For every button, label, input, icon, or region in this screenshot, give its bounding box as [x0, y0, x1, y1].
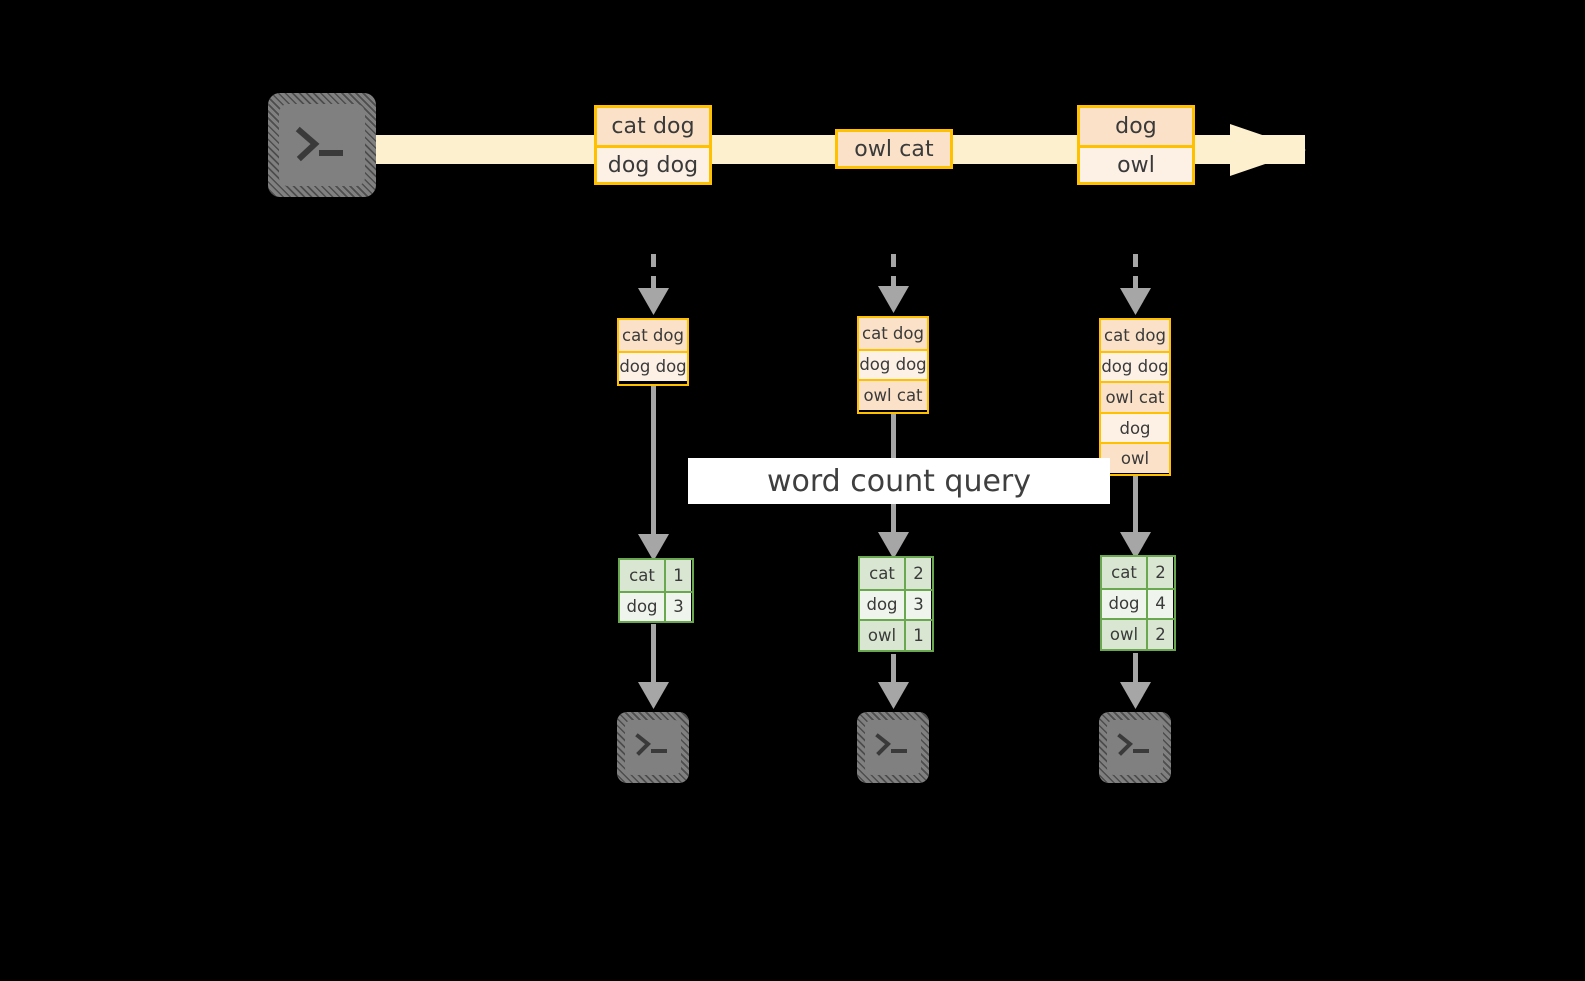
batch-3-sink-connector — [1133, 653, 1138, 688]
terminal-body — [279, 104, 365, 186]
result-count: 2 — [1146, 620, 1173, 649]
record-line: cat dog — [597, 108, 709, 145]
stack-row: owl cat — [859, 379, 927, 410]
batch-1-input-stack: cat dog dog dog — [617, 318, 689, 386]
stack-row: dog dog — [619, 350, 687, 382]
result-word: cat — [1102, 557, 1146, 588]
table-row: dog 3 — [620, 590, 692, 622]
terminal-body — [625, 720, 681, 775]
stream-record-3: dog owl — [1077, 105, 1195, 185]
terminal-body — [865, 720, 921, 775]
terminal-prompt-glyph — [635, 733, 667, 756]
result-count: 3 — [904, 590, 931, 620]
batch-1-query-connector — [651, 386, 656, 546]
batch-1-sink-connector — [651, 624, 656, 688]
batch-2-result-table: cat 2 dog 3 owl 1 — [858, 556, 934, 652]
table-row: cat 2 — [1102, 557, 1174, 588]
batch-2-sink-terminal-icon — [857, 712, 929, 783]
stack-row: cat dog — [619, 320, 687, 351]
stream-record-1: cat dog dog dog — [594, 105, 712, 185]
record-line: owl cat — [838, 132, 950, 166]
result-word: dog — [1102, 589, 1146, 619]
batch-2-query-arrowhead — [878, 532, 909, 560]
table-row: cat 2 — [860, 558, 932, 589]
batch-1-result-table: cat 1 dog 3 — [618, 558, 694, 624]
table-row: owl 2 — [1102, 618, 1174, 649]
stack-row: dog dog — [1101, 350, 1169, 382]
record-line: dog dog — [597, 145, 709, 182]
stream-arrowhead — [1230, 124, 1310, 176]
batch-1-query-arrowhead — [638, 534, 669, 562]
batch-1-sink-terminal-icon — [617, 712, 689, 783]
table-row: dog 3 — [860, 588, 932, 620]
table-row: dog 4 — [1102, 587, 1174, 619]
terminal-prompt-glyph — [295, 126, 343, 162]
batch-3-query-connector — [1133, 476, 1138, 544]
terminal-prompt-glyph — [1117, 733, 1149, 756]
table-row: cat 1 — [620, 560, 692, 591]
terminal-prompt-glyph — [875, 733, 907, 756]
result-word: dog — [860, 590, 904, 620]
result-count: 2 — [904, 558, 931, 589]
batch-2-dashed-connector — [891, 254, 896, 290]
result-word: dog — [620, 592, 664, 622]
batch-2-sink-arrowhead — [878, 682, 909, 710]
batch-3-dashed-arrowhead — [1120, 288, 1151, 316]
batch-1-dashed-connector — [651, 254, 656, 292]
batch-3-sink-arrowhead — [1120, 682, 1151, 710]
stack-row: cat dog — [859, 318, 927, 349]
batch-1-dashed-arrowhead — [638, 288, 669, 316]
stack-row: dog dog — [859, 348, 927, 380]
query-label: word count query — [688, 458, 1110, 504]
result-word: cat — [860, 558, 904, 589]
table-row: owl 1 — [860, 619, 932, 650]
batch-3-sink-terminal-icon — [1099, 712, 1171, 783]
batch-1-sink-arrowhead — [638, 682, 669, 710]
result-count: 4 — [1146, 589, 1173, 619]
batch-3-input-stack: cat dog dog dog owl cat dog owl — [1099, 318, 1171, 476]
record-line: owl — [1080, 145, 1192, 182]
result-word: owl — [860, 621, 904, 650]
batch-3-result-table: cat 2 dog 4 owl 2 — [1100, 555, 1176, 651]
stack-row: owl cat — [1101, 381, 1169, 412]
batch-3-dashed-connector — [1133, 254, 1138, 292]
result-word: owl — [1102, 620, 1146, 649]
batch-2-dashed-arrowhead — [878, 286, 909, 314]
source-terminal-icon — [268, 93, 376, 197]
stack-row: dog — [1101, 411, 1169, 443]
record-line: dog — [1080, 108, 1192, 145]
result-count: 1 — [904, 621, 931, 650]
batch-2-sink-connector — [891, 654, 896, 688]
batch-2-input-stack: cat dog dog dog owl cat — [857, 316, 929, 414]
batch-3-query-arrowhead — [1120, 532, 1151, 560]
stack-row: cat dog — [1101, 320, 1169, 351]
result-count: 3 — [664, 592, 691, 622]
terminal-body — [1107, 720, 1163, 775]
result-count: 2 — [1146, 557, 1173, 588]
result-word: cat — [620, 560, 664, 591]
result-count: 1 — [664, 560, 691, 591]
stack-row: owl — [1101, 442, 1169, 473]
stream-record-2: owl cat — [835, 129, 953, 169]
